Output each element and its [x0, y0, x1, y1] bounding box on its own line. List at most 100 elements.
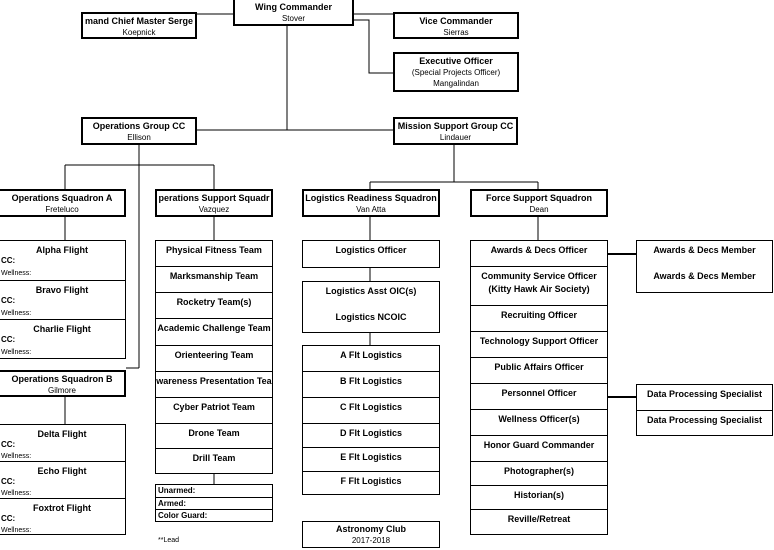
logistics-asst-title: Logistics Asst OIC(s)	[325, 286, 417, 296]
vice-commander-title: Vice Commander	[419, 16, 493, 26]
guard-cell: Color Guard:	[156, 510, 272, 521]
logistics-flight-name: F Flt Logistics	[340, 476, 402, 486]
data-specialist: Data Processing Specialist	[646, 389, 763, 399]
logistics-officer-box: Logistics Officer	[302, 240, 440, 268]
team-cell: Academic Challenge Team	[156, 319, 272, 346]
awards-member-cell: Awards & Decs Member	[637, 241, 772, 267]
logistics-flight-cell: D Flt Logistics	[303, 424, 439, 448]
logistics-flight-cell: E Flt Logistics	[303, 448, 439, 472]
fss-item: Photographer(s)	[503, 466, 574, 476]
awards-member: Awards & Decs Member	[653, 271, 756, 281]
logistics-readiness-squadron-title: Logistics Readiness Squadron	[305, 193, 437, 203]
fss-cell: Photographer(s)	[471, 462, 607, 486]
fss-cell: Wellness Officer(s)	[471, 410, 607, 436]
guard-box: Unarmed: Armed: Color Guard:	[155, 484, 273, 522]
guard-label: Armed:	[158, 499, 187, 508]
vice-commander-box: Vice Commander Sierras	[393, 12, 519, 39]
flight-cc-label: CC:	[1, 514, 16, 523]
force-support-squadron-title: Force Support Squadron	[485, 193, 592, 203]
data-specialist: Data Processing Specialist	[646, 415, 763, 425]
force-support-squadron-name: Dean	[529, 205, 549, 214]
flight-name: Echo Flight	[37, 466, 87, 476]
guard-label: Unarmed:	[158, 486, 196, 495]
logistics-flight-name: A Flt Logistics	[340, 350, 402, 360]
fss-item: Awards & Decs Officer	[490, 245, 588, 255]
flight-wellness-label: Wellness:	[1, 349, 32, 356]
flight-cc-label: CC:	[1, 256, 16, 265]
guard-label: Color Guard:	[158, 511, 208, 520]
fss-cell: Recruiting Officer	[471, 306, 607, 332]
team-cell: Drill Team	[156, 449, 272, 473]
executive-officer-title: Executive Officer	[419, 56, 493, 66]
mission-support-group-name: Lindauer	[439, 133, 472, 142]
ccms-title: mand Chief Master Serge	[84, 16, 194, 26]
team-name: wareness Presentation Tea	[156, 376, 272, 386]
fss-cell: Public Affairs Officer	[471, 358, 607, 384]
fss-cell: Historian(s)	[471, 486, 607, 510]
logistics-flight-name: D Flt Logistics	[339, 428, 402, 438]
flight-name: Foxtrot Flight	[33, 503, 91, 513]
data-specialist-cell: Data Processing Specialist	[637, 385, 772, 411]
flight-wellness-label: Wellness:	[1, 490, 32, 497]
flight-cell: Echo Flight CC: Wellness:	[0, 462, 125, 499]
flight-cc-label: CC:	[1, 477, 16, 486]
flight-wellness-label: Wellness:	[1, 527, 32, 534]
flight-name: Bravo Flight	[35, 285, 89, 295]
flight-wellness-label: Wellness:	[1, 310, 32, 317]
fss-item: Recruiting Officer	[500, 310, 577, 320]
flight-cell: Bravo Flight CC: Wellness:	[0, 281, 125, 320]
data-specialists-box: Data Processing Specialist Data Processi…	[636, 384, 773, 436]
operations-squadron-a-box: Operations Squadron A Freteluco	[0, 189, 126, 217]
operations-group-box: Operations Group CC Ellison	[81, 117, 197, 145]
force-support-squadron-box: Force Support Squadron Dean	[470, 189, 608, 217]
logistics-asst-title: Logistics NCOIC	[335, 312, 407, 322]
logistics-officer-title: Logistics Officer	[335, 245, 407, 255]
fss-item-subtitle: (Kitty Hawk Air Society)	[488, 284, 590, 294]
operations-squadron-b-box: Operations Squadron B Gilmore	[0, 370, 126, 397]
ccms-name: Koepnick	[122, 28, 156, 37]
team-name: Academic Challenge Team	[157, 323, 271, 333]
team-cell: Physical Fitness Team	[156, 241, 272, 267]
flight-wellness-label: Wellness:	[1, 453, 32, 460]
flight-cell: Alpha Flight CC: Wellness:	[0, 241, 125, 281]
fss-item: Honor Guard Commander	[483, 440, 595, 450]
oss-teams-box: Physical Fitness Team Marksmanship Team …	[155, 240, 273, 474]
fss-cell: Awards & Decs Officer	[471, 241, 607, 267]
flight-wellness-label: Wellness:	[1, 270, 32, 277]
flight-cell: Delta Flight CC: Wellness:	[0, 425, 125, 462]
logistics-asst-cell: Logistics NCOIC	[303, 308, 439, 332]
wing-commander-box: Wing Commander Stover	[233, 0, 354, 26]
fss-item: Public Affairs Officer	[494, 362, 584, 372]
operations-group-name: Ellison	[127, 133, 151, 142]
team-cell: Cyber Patriot Team	[156, 398, 272, 424]
flight-cc-label: CC:	[1, 335, 16, 344]
awards-member-cell: Awards & Decs Member	[637, 267, 772, 292]
fss-cell: Community Service Officer (Kitty Hawk Ai…	[471, 267, 607, 306]
fss-item: Personnel Officer	[501, 388, 577, 398]
flight-name: Delta Flight	[37, 429, 87, 439]
fss-item: Wellness Officer(s)	[498, 414, 580, 424]
operations-support-squadron-box: perations Support Squadr Vazquez	[155, 189, 273, 217]
logistics-readiness-squadron-name: Van Atta	[356, 205, 386, 214]
fss-items-box: Awards & Decs Officer Community Service …	[470, 240, 608, 535]
logistics-flight-name: E Flt Logistics	[340, 452, 402, 462]
flight-cell: Charlie Flight CC: Wellness:	[0, 320, 125, 358]
logistics-flight-cell: B Flt Logistics	[303, 372, 439, 398]
fss-item: Historian(s)	[513, 490, 564, 500]
team-name: Drone Team	[188, 428, 240, 438]
team-name: Drill Team	[192, 453, 236, 463]
logistics-flights-box: A Flt Logistics B Flt Logistics C Flt Lo…	[302, 345, 440, 495]
guard-cell: Unarmed:	[156, 485, 272, 498]
operations-squadron-b-name: Gilmore	[47, 386, 76, 395]
logistics-readiness-squadron-box: Logistics Readiness Squadron Van Atta	[302, 189, 440, 217]
fss-item: Reville/Retreat	[507, 514, 571, 524]
awards-member: Awards & Decs Member	[653, 245, 756, 255]
lead-note: **Lead	[158, 537, 180, 544]
executive-officer-name: Mangalindan	[433, 79, 479, 88]
fss-cell: Personnel Officer	[471, 384, 607, 410]
fss-cell: Reville/Retreat	[471, 510, 607, 534]
vice-commander-name: Sierras	[443, 28, 469, 37]
team-name: Orienteering Team	[174, 350, 254, 360]
flights-b-box: Delta Flight CC: Wellness: Echo Flight C…	[0, 424, 126, 535]
fss-item: Community Service Officer	[481, 271, 597, 281]
